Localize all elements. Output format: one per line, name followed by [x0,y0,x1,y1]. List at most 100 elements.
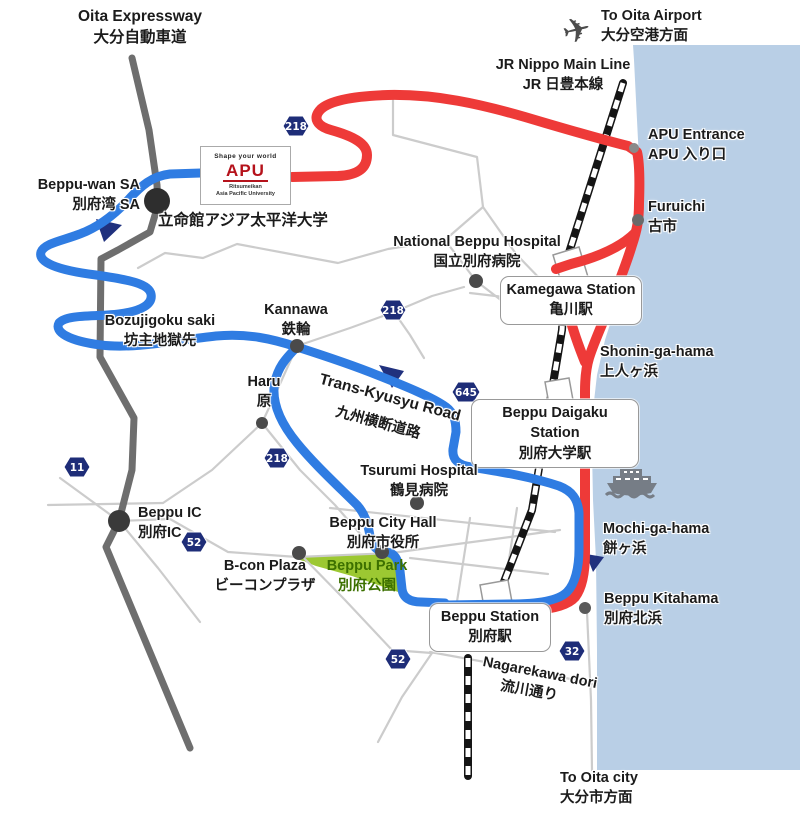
sea-area [592,45,800,770]
route-badge-52: 52 [180,531,208,553]
route-badge-11: 11 [63,456,91,478]
label-apu-entrance-ja: APU 入り口 [648,147,727,163]
label-beppu-wan-sa: Beppu-wan SA 別府湾 SA [15,175,140,215]
label-beppu-park-ja: 別府公園 [338,578,396,594]
label-beppu-ic: Beppu IC 別府IC [138,503,202,543]
svg-text:52: 52 [187,537,202,549]
label-jr-nippo-ja: JR 日豊本線 [522,77,604,93]
svg-text:218: 218 [382,305,404,317]
label-shonin-ga-hama-en: Shonin-ga-hama [600,344,714,360]
svg-text:52: 52 [391,654,406,666]
svg-text:645: 645 [455,387,477,399]
kannawa-dot [290,339,304,353]
label-ritsumeikan-university: 立命館アジア太平洋大学 [158,210,328,231]
label-beppu-park-en: Beppu Park [326,558,408,574]
label-beppu-city-hall-ja: 別府市役所 [346,535,420,551]
label-b-con-plaza-en: B-con Plaza [223,558,307,574]
label-jr-nippo-en: JR Nippo Main Line [495,57,631,73]
label-kannawa-en: Kannawa [264,302,328,318]
kamegawa-station-en: Kamegawa Station [506,282,636,298]
label-beppu-kitahama-en: Beppu Kitahama [604,591,719,607]
label-beppu-ic-ja: 別府IC [138,525,182,541]
svg-text:✈: ✈ [558,8,595,54]
beppu-wan-sa-dot [144,188,170,214]
label-beppu-ic-en: Beppu IC [138,505,202,521]
label-beppu-wan-sa-en: Beppu-wan SA [37,177,140,193]
label-bozujigoku-saki-en: Bozujigoku saki [104,313,216,329]
furuichi-dot [632,214,644,226]
label-furuichi: Furuichi 古市 [648,197,705,237]
label-beppu-kitahama: Beppu Kitahama 別府北浜 [604,589,718,629]
label-b-con-plaza-ja: ビーコンプラザ [214,578,316,594]
label-beppu-kitahama-ja: 別府北浜 [604,611,662,627]
label-beppu-park: Beppu Park 別府公園 [327,556,408,596]
label-ritsumeikan-ja: 立命館アジア太平洋大学 [158,212,328,229]
label-kannawa-ja: 鉄輪 [281,322,311,338]
label-shonin-ga-hama: Shonin-ga-hama 上人ヶ浜 [600,342,714,382]
blue-route [36,168,584,610]
label-oita-expressway-en: Oita Expressway [77,8,203,25]
national-beppu-hospital-dot [469,274,483,288]
label-shonin-ga-hama-ja: 上人ヶ浜 [600,364,658,380]
haru-dot [256,417,268,429]
label-oita-expressway: Oita Expressway 大分自動車道 [78,6,202,49]
label-furuichi-ja: 古市 [648,219,677,235]
label-bozujigoku-saki: Bozujigoku saki 坊主地獄先 [105,311,215,351]
beppu-station-box: Beppu Station 別府駅 [429,603,551,652]
airplane-icon: ✈ [558,8,595,54]
kamegawa-station-box: Kamegawa Station 亀川駅 [500,276,642,325]
kamegawa-station-ja: 亀川駅 [549,302,593,319]
beppu-station-en: Beppu Station [440,609,540,625]
svg-text:32: 32 [565,646,580,658]
label-national-beppu-hospital-ja: 国立別府病院 [433,254,521,270]
b-con-plaza-dot [292,546,306,560]
beppu-daigaku-station-box: Beppu Daigaku Station 別府大学駅 [471,399,639,468]
beppu-park-area [295,552,404,594]
beppu-ic-dot [108,510,130,532]
route-badges: 218 218 218 11 645 52 52 32 [63,115,586,670]
route-badge-32: 32 [558,640,586,662]
label-tsurumi-hospital-ja: 鶴見病院 [389,483,448,499]
oita-expressway-road [96,54,194,752]
route-badge-645: 645 [451,381,481,403]
ferry-icon [604,469,657,499]
apu-logo: APU [223,161,268,183]
label-national-beppu-hospital: National Beppu Hospital 国立別府病院 [393,232,561,272]
beppu-kitahama-dot [579,602,591,614]
label-beppu-city-hall: Beppu City Hall 別府市役所 [329,513,436,553]
label-mochi-ga-hama: Mochi-ga-hama 餅ヶ浜 [603,519,709,559]
label-apu-entrance: APU Entrance APU 入り口 [648,125,745,165]
route-badge-218: 218 [379,299,407,321]
route-badge-52: 52 [384,648,412,670]
label-to-oita-airport-ja: 大分空港方面 [601,28,688,44]
route-badge-218: 218 [263,447,291,469]
route-direction-arrow [586,554,604,572]
svg-text:218: 218 [285,121,307,133]
label-furuichi-en: Furuichi [648,199,706,215]
label-beppu-wan-sa-ja: 別府湾 SA [72,197,140,213]
apu-university-box: Shape your world APU Ritsumeikan Asia Pa… [200,146,291,205]
label-mochi-ga-hama-ja: 餅ヶ浜 [603,541,647,557]
apu-sub-line1: Ritsumeikan [229,184,262,191]
poi-dots [108,143,644,614]
label-apu-entrance-en: APU Entrance [648,127,745,143]
label-haru: Haru 原 [247,372,280,412]
beppu-station-ja: 別府駅 [468,629,512,646]
label-beppu-city-hall-en: Beppu City Hall [329,515,437,531]
label-mochi-ga-hama-en: Mochi-ga-hama [603,521,710,537]
label-to-oita-airport-en: To Oita Airport [601,8,702,24]
label-to-oita-city-ja: 大分市方面 [560,790,633,806]
beppu-daigaku-station-en: Beppu Daigaku Station [502,405,608,442]
apu-sub-line2: Asia Pacific University [215,191,275,197]
svg-text:218: 218 [266,453,288,465]
route-badge-218: 218 [282,115,310,137]
label-haru-en: Haru [247,374,281,390]
apu-tagline: Shape your world [214,153,277,161]
tsurumi-hospital-dot [410,496,424,510]
label-jr-nippo-main-line: JR Nippo Main Line JR 日豊本線 [496,55,631,95]
label-to-oita-city-en: To Oita city [560,770,638,786]
svg-text:11: 11 [70,462,85,474]
label-to-oita-airport: To Oita Airport 大分空港方面 [601,6,702,46]
